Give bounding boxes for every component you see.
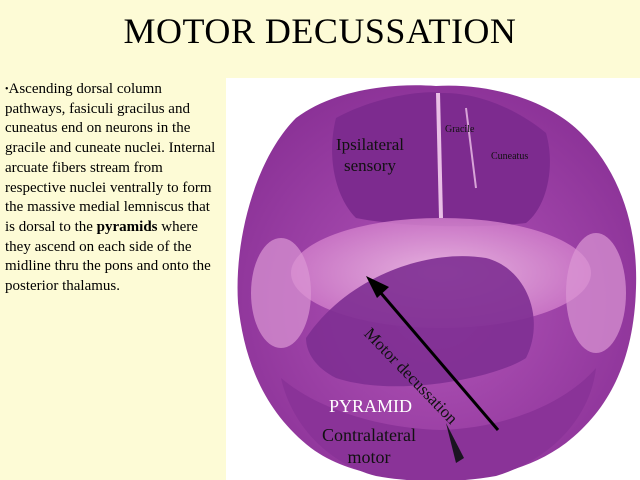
body-text-part2: where they ascend on each side of the mi… <box>5 218 211 295</box>
label-gracile: Gracile <box>445 124 475 135</box>
bullet: • <box>5 84 9 95</box>
label-ipsilateral-line1: Ipsilateral <box>336 135 404 154</box>
label-ipsilateral-line2: sensory <box>344 156 396 175</box>
dorsal-median-septum <box>436 92 443 219</box>
body-text-bold: pyramids <box>96 218 158 235</box>
body-text-part1: Ascending dorsal column pathways, fasicu… <box>5 81 216 235</box>
label-contralateral-line2: motor <box>347 447 391 467</box>
pyramids <box>281 368 596 480</box>
label-contralateral-line1: Contralateral <box>322 425 416 445</box>
ventral-fissure <box>446 423 464 463</box>
body-text: •Ascending dorsal column pathways, fasic… <box>5 80 223 297</box>
label-ipsilateral-sensory: Ipsilateral sensory <box>336 134 404 176</box>
decussation-arrow <box>372 284 500 431</box>
label-cuneatus: Cuneatus <box>491 151 529 162</box>
medulla-section-illustration <box>237 85 637 480</box>
decussation-band <box>306 256 534 387</box>
slide-title: MOTOR DECUSSATION <box>123 11 517 51</box>
arrow-head-icon <box>366 276 389 298</box>
label-pyramid: PYRAMID <box>329 396 413 416</box>
